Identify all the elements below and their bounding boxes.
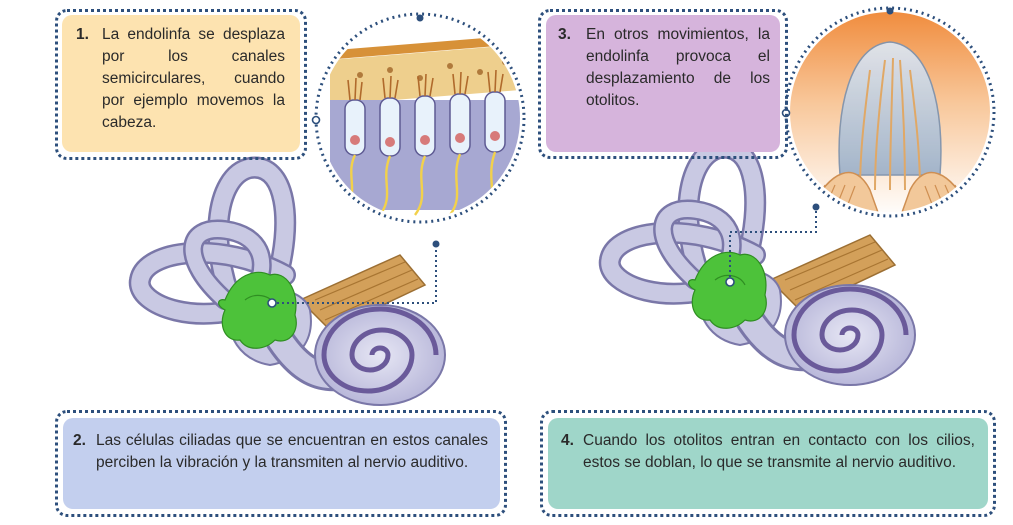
step-1-text: La endolinfa se desplaza por los canales… — [102, 24, 285, 134]
step-2-number: 2. — [73, 430, 86, 452]
step-4-text: Cuando los otolitos entran en contacto c… — [583, 430, 975, 474]
step-1-number: 1. — [76, 24, 89, 46]
step-3-panel: 3. En otros movimientos, la endolinfa pr… — [546, 15, 780, 152]
step-4-number: 4. — [561, 430, 574, 452]
step-4-panel: 4. Cuando los otolitos entran en contact… — [548, 418, 988, 509]
step-3-number: 3. — [558, 24, 571, 46]
step-3-text: En otros movimientos, la endolinfa provo… — [586, 24, 770, 112]
step-2-text: Las células ciliadas que se encuentran e… — [96, 430, 488, 474]
otolith-magnified-circle — [785, 8, 995, 218]
hair-cells-magnified-circle — [316, 14, 525, 222]
step-2-panel: 2. Las células ciliadas que se encuentra… — [63, 418, 500, 509]
step-1-panel: 1. La endolinfa se desplaza por los cana… — [62, 15, 300, 152]
